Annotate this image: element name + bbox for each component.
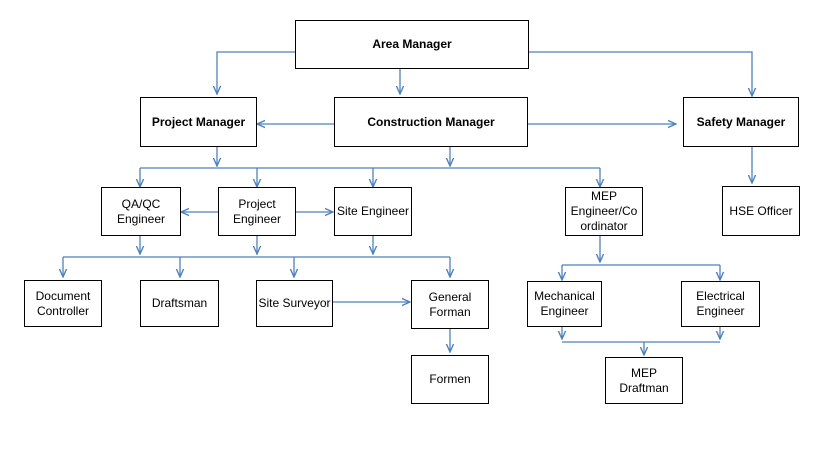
node-mep-coordinator: MEP Engineer/Co ordinator <box>565 187 643 236</box>
node-electrical-engineer: Electrical Engineer <box>681 281 760 327</box>
node-project-engineer: Project Engineer <box>218 187 296 236</box>
node-area-manager: Area Manager <box>295 20 529 69</box>
connector-area-to-project <box>217 51 295 94</box>
node-site-engineer: Site Engineer <box>334 187 412 236</box>
node-mechanical-engineer: Mechanical Engineer <box>527 281 602 327</box>
node-site-surveyor: Site Surveyor <box>256 280 333 327</box>
node-formen: Formen <box>411 355 489 404</box>
node-mep-draftman: MEP Draftman <box>605 357 683 404</box>
node-general-forman: General Forman <box>411 280 489 329</box>
node-safety-manager: Safety Manager <box>683 97 799 147</box>
node-construction-manager: Construction Manager <box>334 97 528 147</box>
node-qa-qc-engineer: QA/QC Engineer <box>101 187 181 236</box>
node-project-manager: Project Manager <box>140 97 257 147</box>
node-hse-officer: HSE Officer <box>722 186 800 236</box>
node-document-controller: Document Controller <box>24 280 102 327</box>
connector-area-to-safety <box>528 51 752 96</box>
node-draftsman: Draftsman <box>140 280 219 327</box>
